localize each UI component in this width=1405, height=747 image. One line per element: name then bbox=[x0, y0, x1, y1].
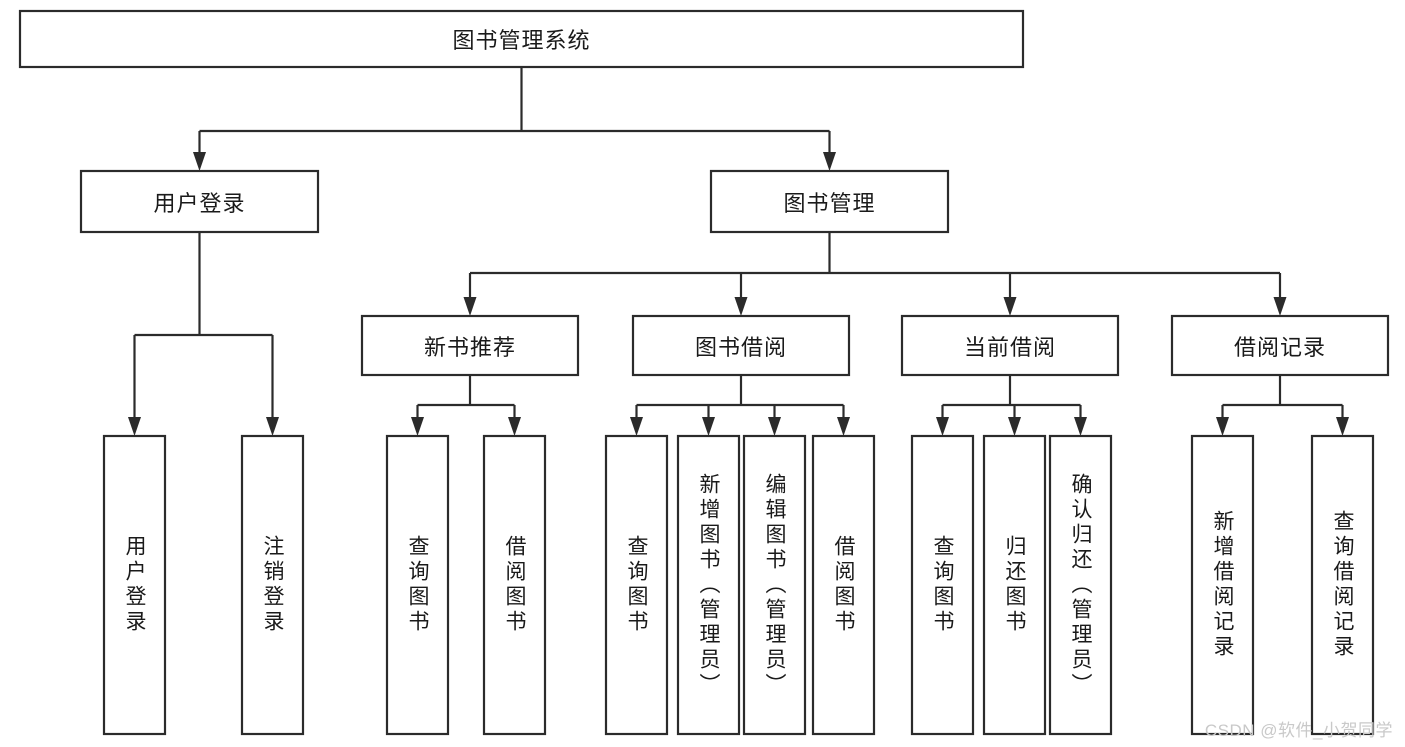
arrow-head-icon bbox=[734, 297, 748, 316]
arrow-head-icon bbox=[702, 417, 715, 436]
arrow-head-icon bbox=[1008, 417, 1021, 436]
connector-group-borrow-record bbox=[1216, 375, 1349, 436]
connector-group-book-borrow bbox=[630, 375, 850, 436]
node-box-book-manage[interactable] bbox=[709, 169, 950, 234]
node-box-leaf-user-login[interactable] bbox=[102, 434, 167, 736]
connector-group-user-login bbox=[128, 232, 279, 436]
node-box-root[interactable] bbox=[18, 9, 1025, 69]
arrow-head-icon bbox=[1074, 417, 1087, 436]
arrow-head-icon bbox=[128, 417, 141, 436]
node-box-leaf-add-record[interactable] bbox=[1190, 434, 1255, 736]
arrow-head-icon bbox=[768, 417, 781, 436]
connector-group-book-manage bbox=[463, 232, 1287, 316]
node-box-leaf-edit-book[interactable] bbox=[742, 434, 807, 736]
node-box-leaf-borrow-book-2[interactable] bbox=[811, 434, 876, 736]
arrow-head-icon bbox=[1336, 417, 1349, 436]
node-box-new-book-recommend[interactable] bbox=[360, 314, 580, 377]
arrow-head-icon bbox=[463, 297, 477, 316]
arrow-head-icon bbox=[936, 417, 949, 436]
arrow-head-icon bbox=[1273, 297, 1287, 316]
node-box-leaf-query-book-3[interactable] bbox=[910, 434, 975, 736]
node-box-leaf-borrow-book-1[interactable] bbox=[482, 434, 547, 736]
arrow-head-icon bbox=[411, 417, 424, 436]
arrow-head-icon bbox=[837, 417, 850, 436]
node-box-leaf-query-book-2[interactable] bbox=[604, 434, 669, 736]
node-box-book-borrow[interactable] bbox=[631, 314, 851, 377]
connector-group-current-borrow bbox=[936, 375, 1087, 436]
node-box-leaf-add-book[interactable] bbox=[676, 434, 741, 736]
arrow-head-icon bbox=[630, 417, 643, 436]
node-box-current-borrow[interactable] bbox=[900, 314, 1120, 377]
arrow-head-icon bbox=[1003, 297, 1017, 316]
arrow-head-icon bbox=[1216, 417, 1229, 436]
node-box-leaf-confirm-return[interactable] bbox=[1048, 434, 1113, 736]
node-box-leaf-query-book-1[interactable] bbox=[385, 434, 450, 736]
node-box-leaf-user-logout[interactable] bbox=[240, 434, 305, 736]
node-box-leaf-return-book[interactable] bbox=[982, 434, 1047, 736]
node-box-leaf-query-record[interactable] bbox=[1310, 434, 1375, 736]
connector-group-new-book-recommend bbox=[411, 375, 521, 436]
arrow-head-icon bbox=[823, 152, 836, 171]
connector-group-root bbox=[193, 67, 836, 171]
arrow-head-icon bbox=[193, 152, 206, 171]
node-box-user-login[interactable] bbox=[79, 169, 320, 234]
watermark-text: CSDN @软件_小贺同学 bbox=[1204, 721, 1393, 740]
node-box-borrow-record[interactable] bbox=[1170, 314, 1390, 377]
arrow-head-icon bbox=[266, 417, 279, 436]
arrow-head-icon bbox=[508, 417, 521, 436]
